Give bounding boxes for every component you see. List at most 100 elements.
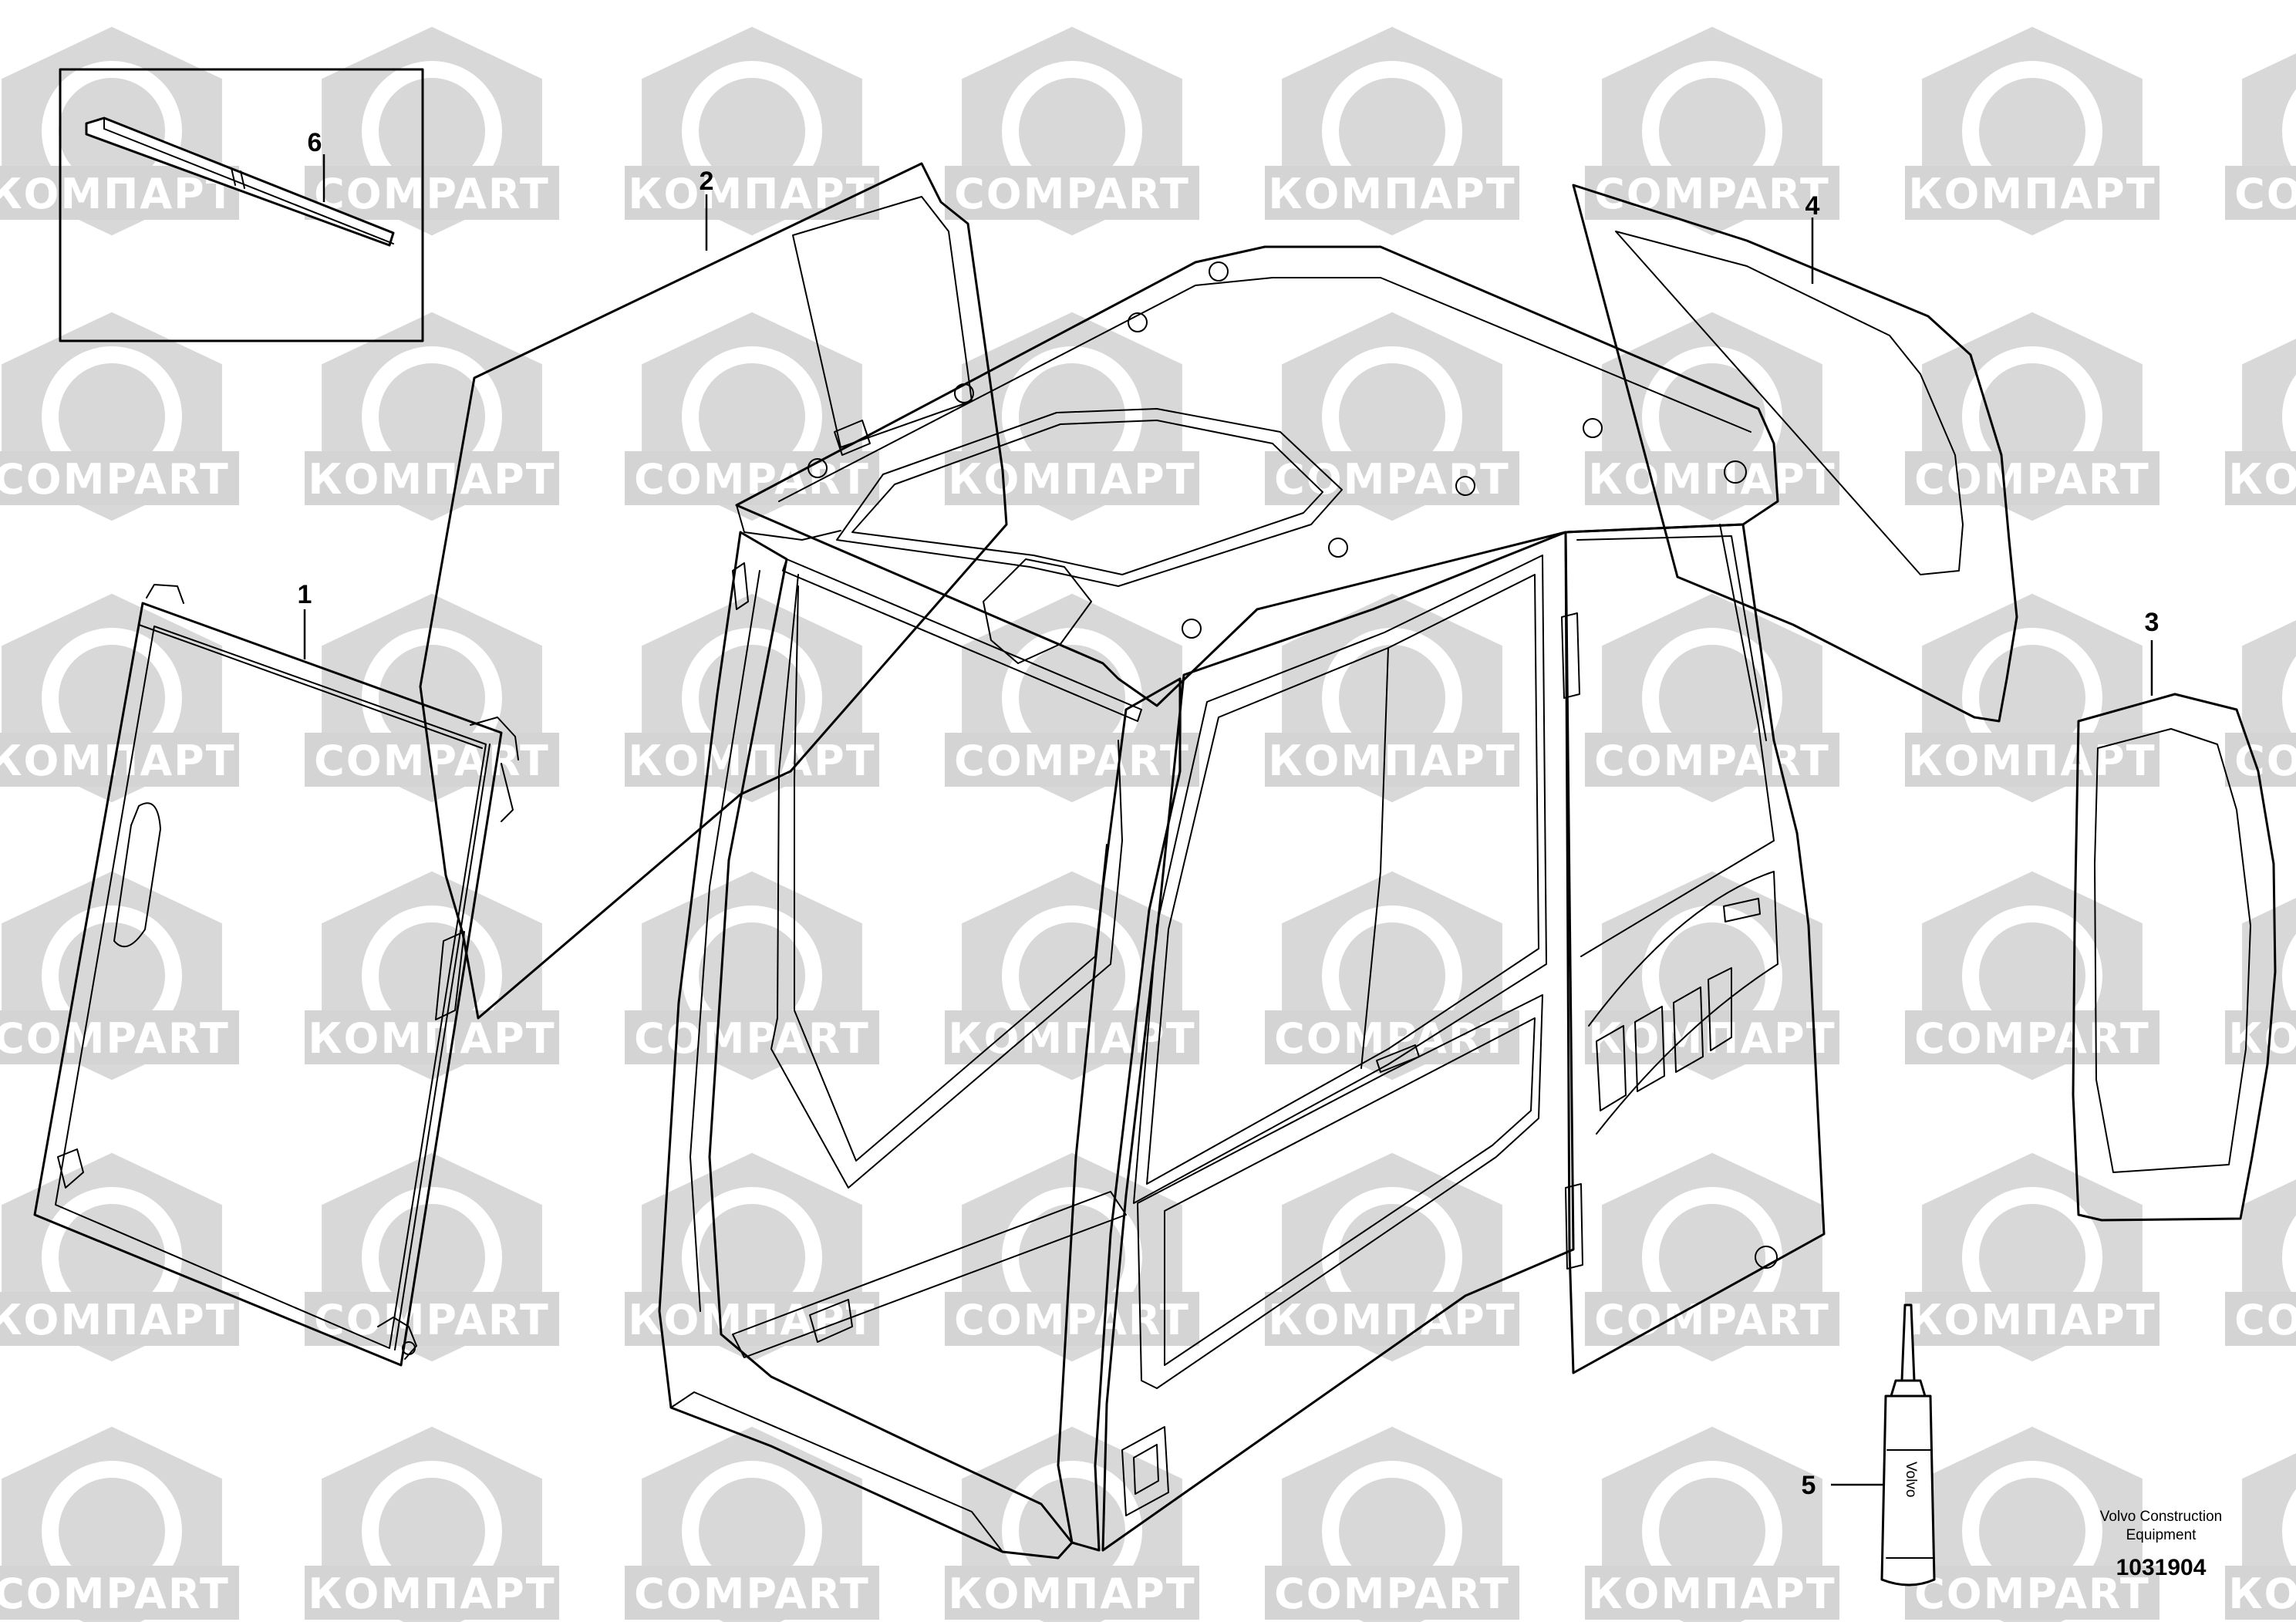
door-handle-icon: [1121, 1426, 1169, 1516]
watermark-text: КОМПАРТ: [0, 1296, 236, 1344]
watermark-text: COMPART: [954, 737, 1190, 785]
callout-2: 2: [700, 167, 714, 196]
watermark-band: [1905, 451, 2159, 505]
watermark-band: [2225, 451, 2296, 505]
watermark-text: КОМПАРТ: [1588, 1014, 1836, 1063]
rear-glass-part-2: [419, 162, 1008, 1020]
watermark-band: [1265, 733, 1519, 787]
watermark-ring-icon: [2282, 933, 2296, 1018]
watermark-tile: КОМПАРТ: [1265, 593, 1519, 803]
callout-1: 1: [298, 580, 312, 609]
cartridge-label: Volvo: [1903, 1462, 1919, 1497]
watermark-tile: COMPART: [1905, 1426, 2159, 1622]
watermark-ring-icon: [2282, 89, 2296, 174]
watermark-text: COMPART: [1594, 170, 1830, 218]
watermark-text: COMPART: [0, 1014, 230, 1063]
watermark-text: КОМПАРТ: [1908, 170, 2156, 218]
brand-line-2: Equipment: [2126, 1527, 2197, 1543]
watermark-text: КОМПАРТ: [1588, 455, 1836, 504]
watermark-text: КОМПАРТ: [2228, 455, 2296, 504]
watermark-tile: КОМПАРТ: [1585, 1426, 1839, 1622]
watermark-text: COMPART: [634, 455, 870, 504]
watermark-tile: COMPART: [1585, 1152, 1839, 1362]
side-vents: [1588, 871, 1778, 1135]
watermark-text: COMPART: [1594, 737, 1830, 785]
watermark-tile: COMPART: [625, 1426, 879, 1622]
callout-3: 3: [2145, 608, 2159, 637]
watermark-ring-icon: [2282, 1215, 2296, 1300]
watermark-text: КОМПАРТ: [1268, 170, 1515, 218]
sealant-cartridge-part-5: Volvo: [1831, 1303, 1936, 1587]
watermark-band: [1905, 1292, 2159, 1346]
watermark-ring-icon: [2282, 656, 2296, 740]
watermark-tile: КОМПАРТ: [1905, 26, 2159, 236]
watermark-tile: COMPART: [0, 871, 239, 1081]
watermark-text: КОМПАРТ: [1268, 737, 1515, 785]
watermark-ring-icon: [2282, 1489, 2296, 1573]
watermark-band: [305, 1010, 559, 1064]
watermark-tile: КОМПАРТ: [1905, 1152, 2159, 1362]
watermark-text: COMPART: [1274, 1570, 1510, 1618]
watermark-text: COMPART: [0, 455, 230, 504]
watermark-tile: COMPART: [945, 26, 1199, 236]
callout-6: 6: [308, 128, 322, 157]
watermark-tile: КОМПАРТ: [0, 1152, 239, 1362]
roof-handle-icon: [834, 420, 871, 456]
watermark-tile: КОМПАРТ: [2225, 898, 2296, 1064]
watermark-text: КОМПАРТ: [1268, 1296, 1515, 1344]
seal-strip-drawing: [85, 116, 395, 247]
footer: Volvo Construction Equipment 1031904: [2100, 1509, 2222, 1580]
watermark-text: COMPART: [634, 1570, 870, 1618]
watermark-text: COMPART: [954, 1296, 1190, 1344]
watermark-tile: КОМПАРТ: [0, 593, 239, 803]
watermark-band: [1905, 166, 2159, 220]
watermark-band: [2225, 1292, 2296, 1346]
watermark-band: [1905, 1010, 2159, 1064]
watermark-text: КОМПАРТ: [1588, 1570, 1836, 1618]
watermark-text: КОМПАРТ: [0, 170, 236, 218]
watermark-band: [2225, 166, 2296, 220]
watermark-text: COMPART: [634, 1014, 870, 1063]
watermark-band: [1265, 1010, 1519, 1064]
watermark-band: [1265, 1292, 1519, 1346]
watermark-tile: COMPART: [0, 312, 239, 521]
watermark-tile: COMPART: [945, 1152, 1199, 1362]
watermark-text: COMPART: [2234, 737, 2296, 785]
watermark-text: КОМПАРТ: [948, 1014, 1195, 1063]
watermark-tile: COMPART: [2225, 1179, 2296, 1346]
watermark-tile: КОМПАРТ: [625, 593, 879, 803]
watermark-band: [945, 733, 1199, 787]
watermark-tile: COMPART: [0, 1426, 239, 1622]
watermark-band: [1585, 733, 1839, 787]
watermark-band: [1905, 1566, 2159, 1620]
watermark-tile: COMPART: [2225, 620, 2296, 787]
watermark-tile: COMPART: [625, 871, 879, 1081]
watermark-tile: КОМПАРТ: [1905, 593, 2159, 803]
watermark-tile: COMPART: [305, 1152, 559, 1362]
watermark-band: [1585, 1010, 1839, 1064]
watermark-band: [625, 1292, 879, 1346]
side-glass-part-4: [1572, 184, 2018, 723]
watermark-tile: COMPART: [1265, 871, 1519, 1081]
roof-bolts: [807, 261, 1747, 639]
watermark-band: [305, 1566, 559, 1620]
front-frame-part-1: [33, 584, 519, 1367]
watermark-ring-icon: [2282, 374, 2296, 459]
watermark-tile: КОМПАРТ: [1585, 871, 1839, 1081]
watermark-tile: КОМПАРТ: [2225, 1453, 2296, 1620]
watermark-text: COMPART: [2234, 170, 2296, 218]
brand-line-1: Volvo Construction: [2100, 1509, 2222, 1525]
watermark-text: КОМПАРТ: [628, 170, 875, 218]
watermark-band: [2225, 1566, 2296, 1620]
watermark-band: [945, 1010, 1199, 1064]
watermark-tile: COMPART: [1265, 1426, 1519, 1622]
watermark-band: [0, 1566, 239, 1620]
watermark-layer: КОМПАРТ COMPART КОМПАРТ COMPART КОМПАРТ COMPA…: [0, 26, 2296, 1622]
watermark-text: COMPART: [1274, 1014, 1510, 1063]
watermark-tile: КОМПАРТ: [945, 312, 1199, 521]
watermark-text: КОМПАРТ: [308, 455, 555, 504]
quarter-glass-part-3: [2072, 640, 2277, 1222]
watermark-band: [0, 1010, 239, 1064]
watermark-band: [305, 166, 559, 220]
watermark-band: [625, 1010, 879, 1064]
